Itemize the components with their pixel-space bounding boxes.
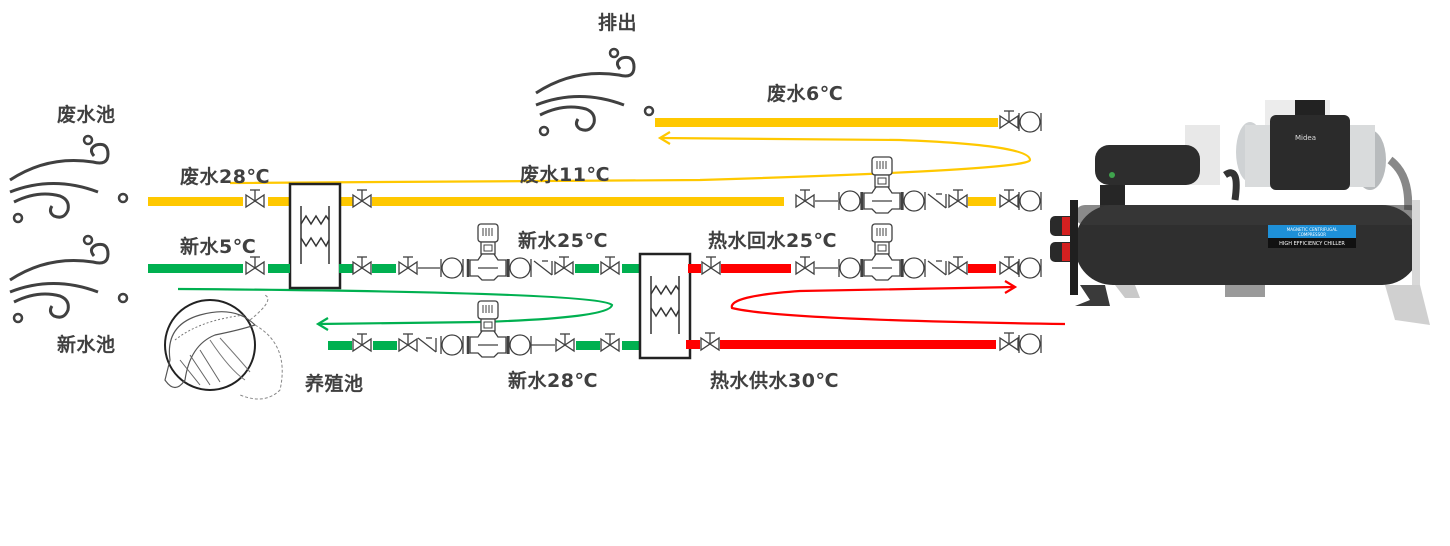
chiller-badge-line2: COMPRESSOR (1298, 232, 1326, 237)
circulation-pump-icon[interactable] (466, 299, 510, 359)
hot-water-pipe-segment (968, 264, 996, 273)
discharge-wind-icon (534, 47, 655, 137)
fresh-water-pipe-segment (339, 264, 353, 273)
waste-water-pipe-segment (268, 197, 290, 206)
gate-valve-icon[interactable] (554, 256, 574, 275)
fresh-water-pipe-segment (373, 341, 397, 350)
gate-valve-icon[interactable] (999, 256, 1019, 275)
waste-water-28c-label: 废水28℃ (180, 166, 270, 188)
heat-pump-chiller-unit: Midea MAGNETIC CENTRIFUGAL COMPRESSOR HI… (1050, 100, 1430, 325)
gate-valve-icon[interactable] (600, 256, 620, 275)
pipe-joint-icon (508, 334, 532, 356)
pipe-joint-icon (1018, 190, 1042, 212)
discharge-label: 排出 (598, 12, 638, 34)
pipe-joint-icon (902, 257, 926, 279)
chiller-badge-line3: HIGH EFFICIENCY CHILLER (1279, 241, 1345, 247)
circulation-pump-icon[interactable] (860, 155, 904, 215)
check-valve-icon[interactable] (417, 337, 437, 353)
gate-valve-icon[interactable] (245, 256, 265, 275)
gate-valve-icon[interactable] (352, 256, 372, 275)
gate-valve-icon[interactable] (948, 256, 968, 275)
hot-water-pipe-segment (686, 340, 700, 349)
hot-water-supply-30c-label: 热水供水30℃ (710, 370, 839, 392)
plate-heat-exchanger-2-icon (638, 252, 692, 360)
pipe-joint-icon (440, 257, 464, 279)
fresh-water-25c-label: 新水25℃ (518, 230, 608, 252)
shrimp-icon (164, 294, 283, 400)
waste-water-6c-pipe (655, 118, 998, 127)
pipe-joint-icon (508, 257, 532, 279)
pipe-joint-icon (838, 190, 862, 212)
pipe-joint-icon (440, 334, 464, 356)
fresh-water-pipe-segment (622, 264, 640, 273)
waste-water-pipe-segment (968, 197, 996, 206)
hot-flow-arrow-icon (730, 285, 1066, 326)
chiller-badge-line1: MAGNETIC CENTRIFUGAL (1287, 227, 1338, 232)
gate-valve-icon[interactable] (555, 333, 575, 352)
gate-valve-icon[interactable] (795, 256, 815, 275)
gate-valve-icon[interactable] (999, 332, 1019, 351)
circulation-pump-icon[interactable] (466, 222, 510, 282)
gate-valve-icon[interactable] (999, 189, 1019, 208)
gate-valve-icon[interactable] (245, 189, 265, 208)
waste-water-6c-label: 废水6℃ (767, 83, 844, 105)
gate-valve-icon[interactable] (398, 333, 418, 352)
waste-pool-label: 废水池 (57, 104, 116, 126)
gate-valve-icon[interactable] (795, 189, 815, 208)
gate-valve-icon[interactable] (352, 189, 372, 208)
fresh-water-pipe-segment (622, 341, 640, 350)
check-valve-icon[interactable] (927, 193, 947, 209)
hot-water-return-25c-label: 热水回水25℃ (708, 230, 837, 252)
gate-valve-icon[interactable] (352, 333, 372, 352)
waste-pool-wind-icon (8, 134, 129, 224)
fresh-water-pipe-segment (268, 264, 290, 273)
fresh-flow-arrow-icon (177, 287, 614, 326)
waste-flow-arrow-icon (229, 136, 1032, 185)
pipe-joint-icon (1018, 111, 1042, 133)
gate-valve-icon[interactable] (398, 256, 418, 275)
fresh-water-28c-pipe (328, 341, 352, 350)
hot-water-return-25c-pipe (721, 264, 791, 273)
fresh-water-5c-pipe (148, 264, 243, 273)
fresh-water-pipe-segment (575, 264, 599, 273)
fresh-pool-label: 新水池 (57, 334, 116, 356)
gate-valve-icon[interactable] (948, 189, 968, 208)
waste-water-11c-pipe (372, 197, 784, 206)
pipe-joint-icon (838, 257, 862, 279)
waste-water-28c-pipe (148, 197, 243, 206)
pipe-joint-icon (1018, 333, 1042, 355)
gate-valve-icon[interactable] (701, 256, 721, 275)
gate-valve-icon[interactable] (700, 332, 720, 351)
waste-water-pipe-segment (339, 197, 353, 206)
hot-water-pipe-segment (688, 264, 701, 273)
circulation-pump-icon[interactable] (860, 222, 904, 282)
plate-heat-exchanger-1-icon (288, 182, 342, 290)
hot-water-supply-30c-pipe (720, 340, 996, 349)
check-valve-icon[interactable] (533, 260, 553, 276)
gate-valve-icon[interactable] (600, 333, 620, 352)
chiller-brand: Midea (1295, 134, 1316, 142)
fresh-water-pipe-segment (576, 341, 600, 350)
gate-valve-icon[interactable] (999, 110, 1019, 129)
waste-water-11c-label: 废水11℃ (520, 164, 610, 186)
fresh-water-5c-label: 新水5℃ (180, 236, 257, 258)
fresh-water-28c-label: 新水28℃ (508, 370, 598, 392)
pipe-joint-icon (902, 190, 926, 212)
fresh-pool-wind-icon (8, 234, 129, 324)
fresh-water-pipe-segment (372, 264, 396, 273)
check-valve-icon[interactable] (927, 260, 947, 276)
pipe-joint-icon (1018, 257, 1042, 279)
breeding-pool-label: 养殖池 (305, 373, 364, 395)
